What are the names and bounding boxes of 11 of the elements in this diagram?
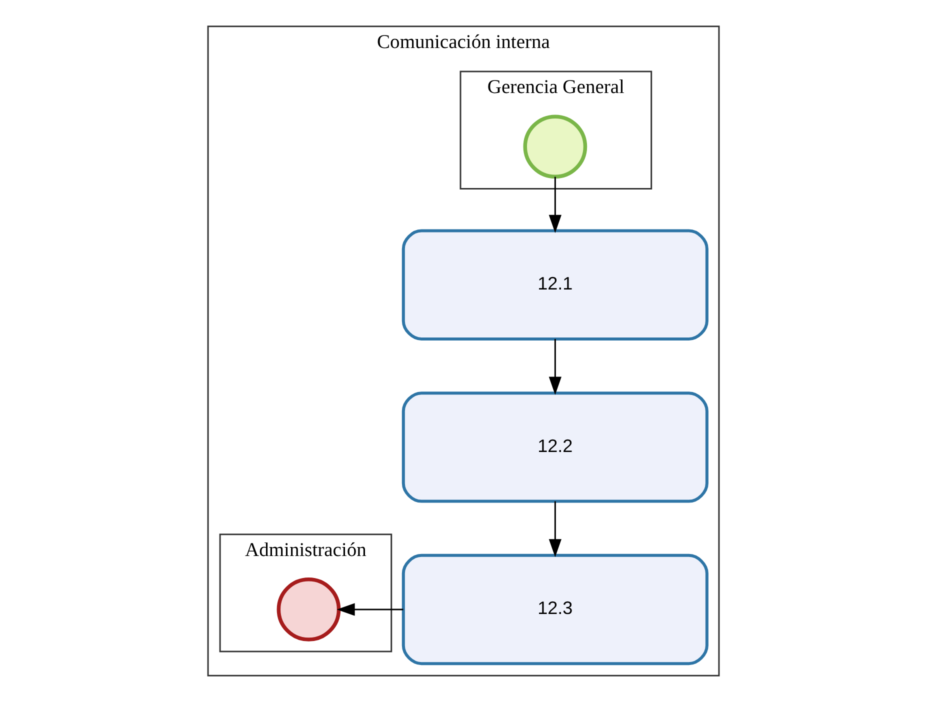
node-circle [276,578,341,642]
arrow [548,176,562,233]
node-circle [523,114,588,179]
arrow [548,501,562,558]
arrow [548,338,562,395]
cluster: Administración [219,534,392,652]
node-box: 12.2 [402,392,708,503]
node-box: 12.3 [402,554,708,666]
cluster: Gerencia General [460,70,652,190]
arrow [336,603,404,616]
node-box: 12.1 [402,229,708,340]
